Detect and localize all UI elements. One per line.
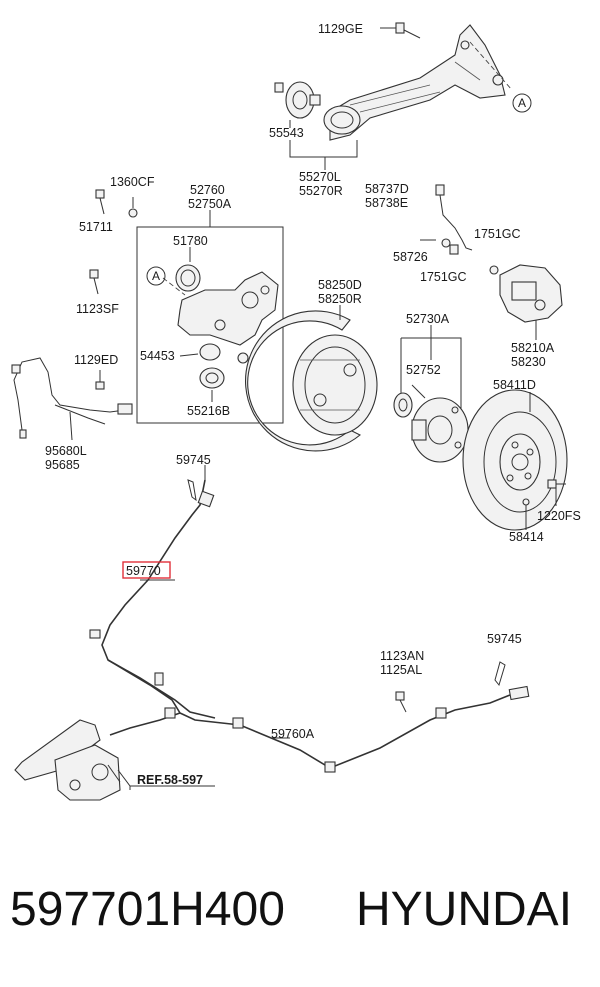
label-1123an: 1123AN (380, 649, 424, 663)
label-55216b: 55216B (187, 404, 230, 418)
label-58414: 58414 (509, 530, 544, 544)
label-ref-58-597: REF.58-597 (137, 773, 203, 787)
label-1751gc-bottom: 1751GC (420, 270, 467, 284)
reference-circle-a-label: A (152, 269, 160, 283)
label-95685: 95685 (45, 458, 80, 472)
label-52760: 52760 (190, 183, 225, 197)
knuckle-part (175, 264, 279, 389)
label-58210a: 58210A (511, 341, 555, 355)
label-1129ed: 1129ED (74, 353, 118, 367)
label-58411d: 58411D (493, 378, 536, 392)
brake-backing-plate (244, 310, 378, 452)
parking-brake-cable-59770 (89, 479, 530, 773)
label-58250d: 58250D (318, 278, 362, 292)
reference-circle-a (512, 93, 532, 113)
label-55270r: 55270R (299, 184, 343, 198)
label-55270l: 55270L (299, 170, 341, 184)
bolt-1123sf (89, 269, 99, 295)
label-58738e: 58738E (365, 196, 408, 210)
clip-59745-right (494, 661, 506, 687)
label-1360cf: 1360CF (110, 175, 155, 189)
label-58737d: 58737D (365, 182, 409, 196)
label-58250r: 58250R (318, 292, 362, 306)
trailing-arm-assembly (323, 24, 506, 141)
label-58726: 58726 (393, 250, 428, 264)
parts-diagram: A A (11, 22, 581, 801)
part-number: 597701H400 (10, 883, 285, 936)
label-1751gc-top: 1751GC (474, 227, 521, 241)
bolt-1123an (395, 691, 407, 713)
bolt-1129ed (95, 370, 105, 390)
label-52730a: 52730A (406, 312, 450, 326)
label-54453: 54453 (140, 349, 175, 363)
highlight-box-59770 (122, 561, 171, 579)
label-1123sf: 1123SF (76, 302, 119, 316)
clip-59745-top (187, 479, 197, 502)
label-1220fs: 1220FS (537, 509, 581, 523)
label-95680l: 95680L (45, 444, 87, 458)
label-59770: 59770 (126, 564, 161, 578)
screw-58414 (522, 498, 530, 530)
bolt-1220fs (547, 479, 566, 506)
label-51711: 51711 (79, 220, 113, 234)
bolt-51711 (95, 189, 138, 218)
label-1129ge: 1129GE (318, 22, 363, 36)
brake-caliper (499, 264, 563, 340)
label-52752: 52752 (406, 363, 441, 377)
label-59760a: 59760A (271, 727, 315, 741)
leader-dashed (162, 277, 186, 296)
hub-bearing (393, 392, 469, 463)
brand-name: HYUNDAI (356, 883, 573, 936)
parking-brake-lever (14, 719, 121, 801)
label-58230: 58230 (511, 355, 546, 369)
label-51780: 51780 (173, 234, 208, 248)
label-55543: 55543 (269, 126, 304, 140)
brake-disc (462, 389, 568, 531)
label-59745-top: 59745 (176, 453, 211, 467)
label-1125al: 1125AL (380, 663, 422, 677)
caption-footer: 597701H400 HYUNDAI (0, 870, 600, 960)
bolt-1129ge (380, 22, 421, 39)
wheel-speed-sensor (11, 357, 133, 441)
label-59745-right: 59745 (487, 632, 522, 646)
label-52750a: 52750A (188, 197, 232, 211)
leader-dashed (469, 41, 513, 91)
bracket-55270 (289, 140, 358, 158)
bushing-55543 (274, 81, 321, 128)
reference-circle-a-label: A (518, 96, 526, 110)
reference-circle-a (146, 266, 166, 286)
brake-hose (435, 184, 499, 275)
ref-leader (117, 769, 131, 787)
